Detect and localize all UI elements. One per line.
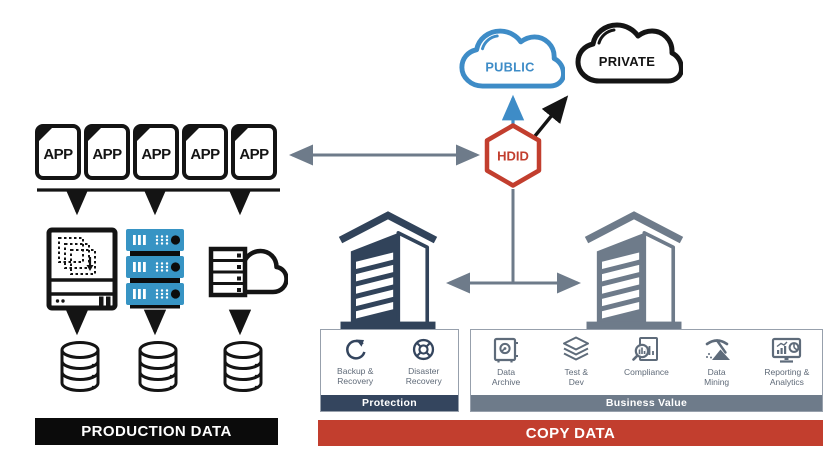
folded-corner-icon bbox=[234, 127, 249, 142]
compliance-icon bbox=[632, 337, 659, 361]
virtual-server-icon bbox=[46, 227, 118, 311]
data-archive-label: Data Archive bbox=[491, 367, 521, 388]
backup-recovery-item: Backup & Recovery bbox=[321, 336, 389, 386]
database-icon bbox=[138, 341, 178, 392]
disaster-recovery-icon bbox=[413, 338, 435, 361]
app-label: APP bbox=[43, 146, 73, 163]
test-dev-label: Test & Dev bbox=[564, 367, 589, 388]
app-label: APP bbox=[92, 146, 122, 163]
database-icon bbox=[60, 341, 100, 392]
copy-data-bar: COPY DATA bbox=[318, 420, 823, 446]
cloud-server-icon bbox=[208, 246, 288, 298]
server-units bbox=[126, 229, 184, 309]
app-document-icon: APP bbox=[231, 124, 277, 180]
hdid-label: HDID bbox=[497, 149, 529, 164]
business-value-footer: Business Value bbox=[471, 395, 822, 411]
copy-data-label: COPY DATA bbox=[525, 424, 616, 442]
app-label: APP bbox=[190, 146, 220, 163]
production-data-label: PRODUCTION DATA bbox=[81, 423, 232, 440]
app-label: APP bbox=[141, 146, 171, 163]
test-dev-icon bbox=[563, 336, 590, 361]
backup-recovery-icon bbox=[345, 339, 366, 360]
protection-footer-label: Protection bbox=[362, 397, 417, 409]
data-mining-item: Data Mining bbox=[683, 336, 751, 387]
compliance-item: Compliance bbox=[612, 336, 680, 377]
app-document-icon: APP bbox=[133, 124, 179, 180]
business-value-items: Data Archive Test & Dev bbox=[471, 330, 822, 395]
data-mining-icon bbox=[705, 339, 730, 360]
public-cloud-label: PUBLIC bbox=[485, 59, 534, 74]
business-site-building-icon bbox=[584, 211, 684, 332]
private-cloud-icon: PRIVATE bbox=[575, 22, 683, 84]
folded-corner-icon bbox=[185, 127, 200, 142]
disaster-recovery-label: Disaster Recovery bbox=[405, 366, 442, 387]
business-value-footer-label: Business Value bbox=[605, 397, 688, 409]
arrow-hdid-to-private bbox=[533, 95, 569, 138]
data-archive-icon bbox=[493, 337, 519, 363]
folded-corner-icon bbox=[87, 127, 102, 142]
app-document-icon: APP bbox=[35, 124, 81, 180]
data-mining-label: Data Mining bbox=[704, 367, 730, 388]
public-cloud-icon: PUBLIC bbox=[459, 28, 565, 89]
protection-footer: Protection bbox=[321, 395, 458, 411]
reporting-analytics-item: Reporting & Analytics bbox=[753, 336, 821, 387]
compliance-label: Compliance bbox=[624, 367, 669, 377]
business-value-box: Data Archive Test & Dev bbox=[470, 329, 823, 412]
backup-recovery-label: Backup & Recovery bbox=[337, 366, 374, 387]
production-data-bar: PRODUCTION DATA bbox=[35, 418, 278, 445]
private-cloud-label: PRIVATE bbox=[599, 54, 656, 69]
data-archive-item: Data Archive bbox=[472, 336, 540, 387]
disaster-recovery-item: Disaster Recovery bbox=[390, 336, 458, 386]
folded-corner-icon bbox=[136, 127, 151, 142]
app-document-icon: APP bbox=[182, 124, 228, 180]
database-icon bbox=[223, 341, 263, 392]
protection-items: Backup & Recovery Disaster Recovery bbox=[321, 330, 458, 395]
protection-site-building-icon bbox=[338, 211, 438, 332]
test-dev-item: Test & Dev bbox=[542, 336, 610, 387]
reporting-analytics-icon bbox=[771, 337, 801, 363]
protection-box: Backup & Recovery Disaster Recovery Prot… bbox=[320, 329, 459, 412]
server-rack-icon bbox=[126, 229, 184, 309]
app-label: APP bbox=[239, 146, 269, 163]
reporting-analytics-label: Reporting & Analytics bbox=[764, 367, 810, 388]
hdid-hexagon: HDID bbox=[484, 123, 542, 188]
folded-corner-icon bbox=[38, 127, 53, 142]
app-document-icon: APP bbox=[84, 124, 130, 180]
